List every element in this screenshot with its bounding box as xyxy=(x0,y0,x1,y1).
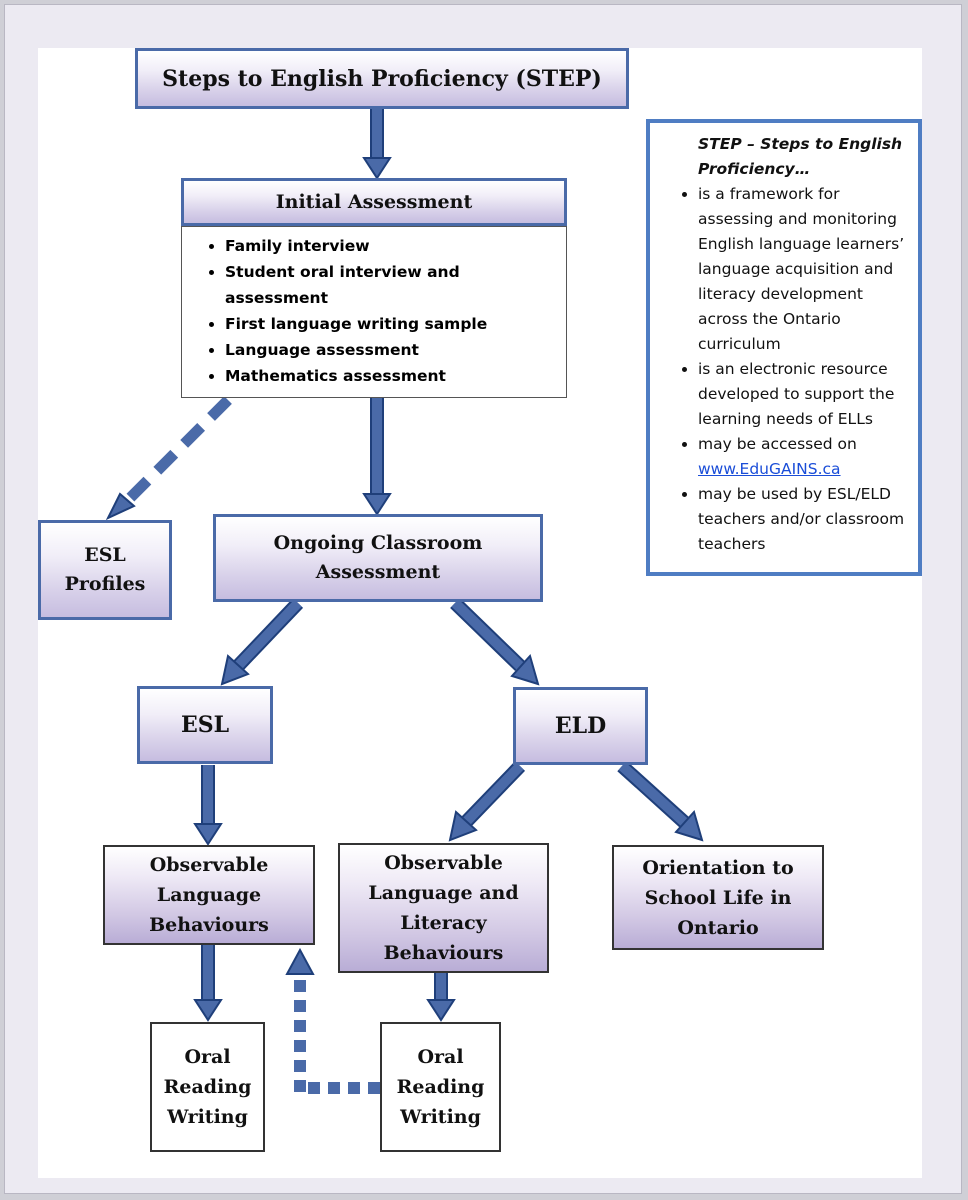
box-line: Writing xyxy=(400,1106,481,1128)
initial-assessment-list: Family interview Student oral interview … xyxy=(181,226,567,398)
info-bullet: is a framework for assessing and monitor… xyxy=(698,182,912,357)
esl-box: ESL xyxy=(137,686,273,764)
list-item: Family interview xyxy=(225,233,566,259)
esl-profiles-box: ESL Profiles xyxy=(38,520,172,620)
box-line: Literacy xyxy=(400,912,487,934)
arrow-initial-to-ongoing xyxy=(362,398,392,516)
list-item: Student oral interview and assessment xyxy=(225,259,566,311)
info-bullet: may be used by ESL/ELD teachers and/or c… xyxy=(698,482,912,557)
arrow-ongoing-to-eld xyxy=(450,597,540,686)
edugains-link[interactable]: www.EduGAINS.ca xyxy=(698,460,841,478)
eld-label: ELD xyxy=(554,713,607,739)
arrow-esl-to-observable-language xyxy=(193,765,223,846)
step-info-box: STEP – Steps to English Proficiency… is … xyxy=(646,119,922,576)
box-line: School Life in xyxy=(644,886,792,909)
box-line: Observable xyxy=(384,852,503,874)
info-bullet-text: may be accessed on xyxy=(698,435,857,453)
esl-profiles-line: Profiles xyxy=(64,573,146,595)
title-text: Steps to English Proficiency (STEP) xyxy=(162,65,602,92)
ongoing-line: Assessment xyxy=(315,561,441,583)
info-heading: STEP – Steps to English Proficiency… xyxy=(698,135,903,178)
arrow-observable-literacy-to-orw-right xyxy=(426,972,456,1022)
esl-label: ESL xyxy=(180,712,230,738)
box-line: Reading xyxy=(163,1076,252,1098)
arrow-ongoing-to-esl xyxy=(220,598,304,686)
info-bullet: may be accessed on www.EduGAINS.ca xyxy=(698,432,912,482)
eld-box: ELD xyxy=(513,687,648,765)
box-line: Language and xyxy=(368,882,519,904)
info-bullet: is an electronic resource developed to s… xyxy=(698,357,912,432)
box-line: Orientation to xyxy=(642,856,794,879)
observable-literacy-box: Observable Language and Literacy Behavio… xyxy=(338,843,549,973)
arrow-eld-to-orientation xyxy=(617,760,704,842)
list-item: Mathematics assessment xyxy=(225,363,566,389)
box-line: Oral xyxy=(417,1046,464,1068)
observable-language-box: Observable Language Behaviours xyxy=(103,845,315,945)
box-line: Behaviours xyxy=(149,914,269,936)
box-line: Reading xyxy=(396,1076,485,1098)
box-line: Ontario xyxy=(677,916,759,939)
initial-assessment-header: Initial Assessment xyxy=(181,178,567,226)
orw-right-box: Oral Reading Writing xyxy=(380,1022,501,1152)
arrow-observable-language-to-orw-left xyxy=(193,944,223,1022)
box-line: Writing xyxy=(167,1106,248,1128)
arrow-eld-to-observable-literacy xyxy=(448,761,526,842)
arrow-title-to-initial xyxy=(362,108,392,180)
orw-left-box: Oral Reading Writing xyxy=(150,1022,265,1152)
list-item: Language assessment xyxy=(225,337,566,363)
initial-assessment-title: Initial Assessment xyxy=(275,190,473,213)
ongoing-line: Ongoing Classroom xyxy=(273,532,483,554)
dashed-arrow-to-esl-profiles xyxy=(105,396,232,521)
box-line: Language xyxy=(156,884,262,906)
dashed-arrow-orw-right-to-observable-language xyxy=(285,947,380,1094)
orientation-box: Orientation to School Life in Ontario xyxy=(612,845,824,950)
box-line: Oral xyxy=(184,1046,231,1068)
box-line: Observable xyxy=(149,854,269,876)
list-item: First language writing sample xyxy=(225,311,566,337)
esl-profiles-line: ESL xyxy=(84,544,126,566)
ongoing-assessment-box: Ongoing Classroom Assessment xyxy=(213,514,543,602)
title-box: Steps to English Proficiency (STEP) xyxy=(135,48,629,109)
box-line: Behaviours xyxy=(383,942,504,964)
